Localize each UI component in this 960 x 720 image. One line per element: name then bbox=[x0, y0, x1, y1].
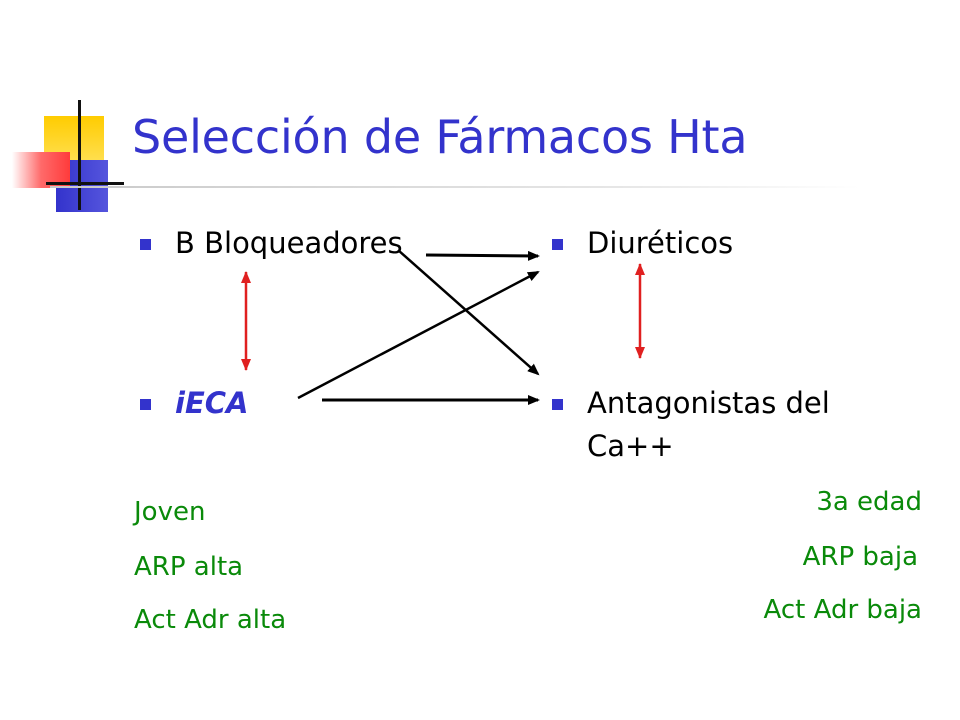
drug-label-calcium-antagonists-line2: Ca++ bbox=[587, 429, 674, 463]
bullet-icon bbox=[552, 239, 563, 250]
right-note-low-adrenergic: Act Adr baja bbox=[763, 595, 922, 625]
drug-label-diuretics: Diuréticos bbox=[587, 226, 734, 260]
bullet-icon bbox=[140, 399, 151, 410]
drug-label-calcium-antagonists-line1: Antagonistas del bbox=[587, 386, 830, 420]
title-divider bbox=[50, 186, 860, 188]
drug-label-beta-blockers: B Bloqueadores bbox=[175, 226, 403, 260]
left-note-high-adrenergic: Act Adr alta bbox=[134, 605, 287, 635]
arrow-ieca-to-diuretics bbox=[297, 270, 540, 400]
bullet-icon bbox=[552, 399, 563, 410]
drug-label-ieca: iECA bbox=[175, 386, 249, 420]
left-note-high-renin: ARP alta bbox=[134, 552, 244, 582]
right-note-elderly: 3a edad bbox=[816, 487, 922, 517]
decorative-logo-blocks bbox=[12, 100, 124, 212]
arrow-beta-blockers-to-calcium-antagonists bbox=[397, 249, 540, 376]
left-note-young: Joven bbox=[134, 497, 206, 527]
right-note-low-renin: ARP baja bbox=[802, 542, 918, 572]
page-title: Selección de Fármacos Hta bbox=[132, 110, 748, 164]
arrow-beta-blockers-to-diuretics bbox=[425, 250, 540, 261]
bullet-icon bbox=[140, 239, 151, 250]
